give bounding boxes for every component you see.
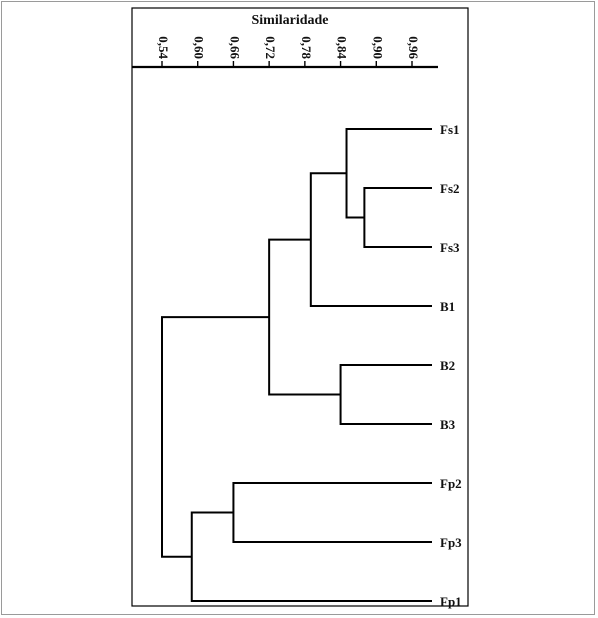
leaf-label: B2 — [440, 358, 455, 373]
tick-label: 0,84 — [335, 36, 350, 59]
dendrogram-link — [232, 482, 432, 543]
leaf-label: Fs2 — [440, 181, 460, 196]
leaf-label: B1 — [440, 299, 455, 314]
tick-label: 0,96 — [406, 36, 421, 59]
dendrogram-link — [268, 238, 341, 396]
tick-label: 0,60 — [192, 36, 207, 59]
leaf-label: Fs1 — [440, 122, 460, 137]
tick-label: 0,90 — [370, 36, 385, 59]
tick-label: 0,66 — [227, 36, 242, 59]
chart-title: Similaridade — [251, 13, 328, 28]
leaf-label: Fs3 — [440, 240, 460, 255]
tick-label: 0,78 — [299, 36, 314, 59]
dendrogram-link — [363, 187, 432, 248]
tick-label: 0,72 — [263, 36, 278, 59]
plot-frame — [131, 7, 469, 607]
dendrogram-link — [161, 316, 270, 558]
leaf-label: Fp2 — [440, 476, 462, 491]
tick-label: 0,54 — [156, 36, 171, 59]
leaf-label: Fp1 — [440, 594, 462, 609]
similarity-axis: 0,54 0,60 0,66 0,72 0,78 0,84 0,90 0,96 — [132, 36, 438, 69]
leaf-label: Fp3 — [440, 535, 462, 550]
leaf-label: B3 — [440, 417, 456, 432]
dendrogram-link — [309, 172, 432, 307]
dendrogram-links — [161, 128, 432, 602]
dendrogram-link — [345, 128, 432, 219]
dendrogram-link — [339, 364, 432, 425]
dendrogram-link — [190, 511, 432, 602]
